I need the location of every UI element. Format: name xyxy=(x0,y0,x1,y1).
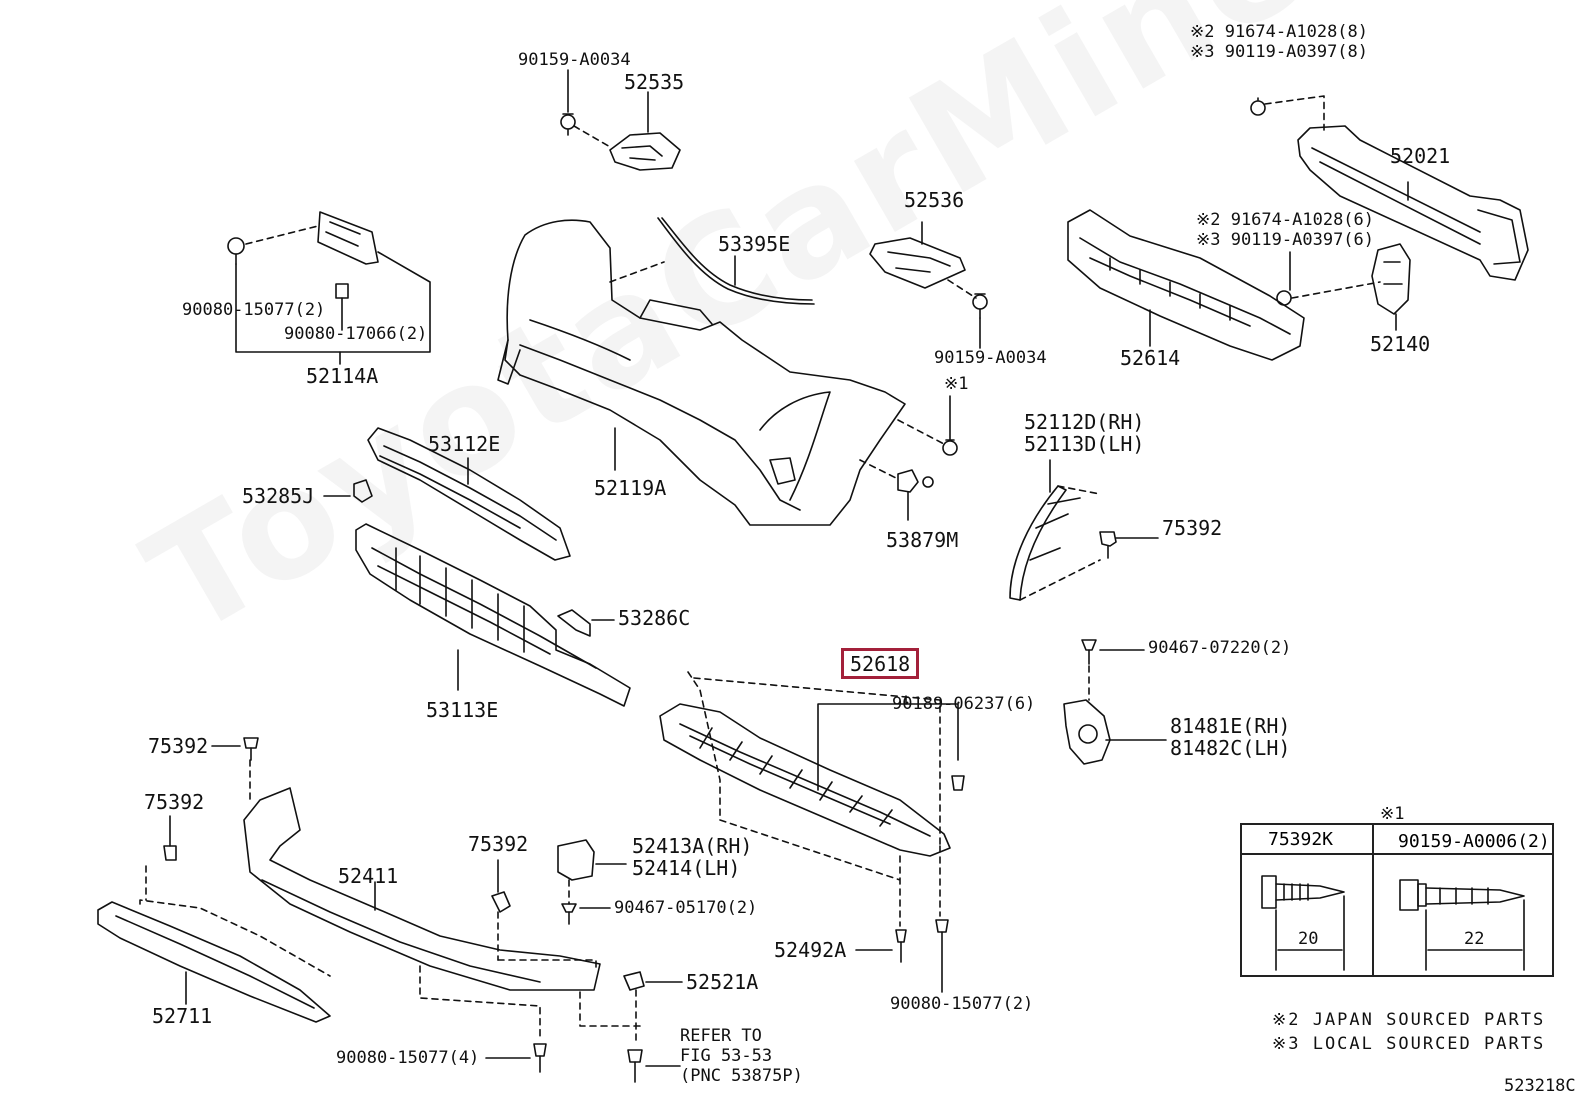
table-dim1: 20 xyxy=(1298,929,1319,949)
label-90080-15077-4: 90080-15077(4) xyxy=(336,1048,480,1068)
label-52119a: 52119A xyxy=(594,476,667,500)
table-col-divider xyxy=(1242,825,1374,975)
clip-52521a-part xyxy=(623,971,645,991)
bracket-52140-part xyxy=(1371,243,1411,315)
bracket-52536-part xyxy=(869,237,966,289)
label-53286c: 53286C xyxy=(618,606,691,630)
label-52140: 52140 xyxy=(1370,332,1431,356)
clip-ref1-part xyxy=(942,439,958,456)
diagram-code: 523218C xyxy=(1504,1076,1576,1096)
bumper-cover-52119a-part xyxy=(497,219,906,526)
label-90080-17066: 90080-17066(2) xyxy=(284,324,428,344)
label-ref1: ※1 xyxy=(944,374,969,394)
label-52021: 52021 xyxy=(1390,144,1451,168)
absorber-52614-part xyxy=(1067,209,1305,361)
label-52614: 52614 xyxy=(1120,346,1181,370)
label-90189: 90189-06237(6) xyxy=(892,694,1036,714)
cover-53286c-part xyxy=(557,609,591,637)
label-90080-15077-2a: 90080-15077(2) xyxy=(182,300,326,320)
label-90119-8: ※3 90119-A0397(8) xyxy=(1190,42,1369,62)
label-52618-highlighted: 52618 xyxy=(841,648,920,679)
label-refer-line2: FIG 53-53 xyxy=(680,1046,773,1066)
bolt-refer-part xyxy=(627,1049,643,1083)
label-refer-line3: (PNC 53875P) xyxy=(680,1066,803,1086)
label-52535: 52535 xyxy=(624,70,685,94)
label-90467-07220: 90467-07220(2) xyxy=(1148,638,1292,658)
table-dim2: 22 xyxy=(1464,929,1485,949)
screw-90159-top-part xyxy=(560,113,576,136)
label-91674-6: ※2 91674-A1028(6) xyxy=(1196,210,1375,230)
clip-90189-part xyxy=(951,775,965,791)
label-53285j: 53285J xyxy=(242,484,315,508)
label-52492a: 52492A xyxy=(774,938,847,962)
label-90159-a0034-mid: 90159-A0034 xyxy=(934,348,1047,368)
note-japan-sourced: ※2 JAPAN SOURCED PARTS xyxy=(1272,1010,1546,1030)
screw-90159-mid-part xyxy=(972,293,988,319)
screw-75392k-part xyxy=(1261,875,1345,971)
label-52411: 52411 xyxy=(338,864,399,888)
bracket-52114a-part xyxy=(317,211,379,299)
label-53395e: 53395E xyxy=(718,232,791,256)
clip-75392-a-part xyxy=(243,737,259,761)
bracket-81481e-part xyxy=(1063,699,1111,765)
bolt-90080-right-part xyxy=(935,919,949,993)
bracket-52413a-part xyxy=(557,839,595,881)
table-col1-header: 75392K xyxy=(1268,829,1334,850)
clip-90467-07220-part xyxy=(1081,639,1097,665)
grille-53113e-part xyxy=(355,523,631,707)
label-75392-a: 75392 xyxy=(148,734,209,758)
label-81482c: 81482C(LH) xyxy=(1170,736,1291,760)
liner-52112d-part xyxy=(1009,485,1101,601)
label-52113d: 52113D(LH) xyxy=(1024,432,1145,456)
table-header-row xyxy=(1242,825,1552,855)
label-52413a: 52413A(RH) xyxy=(632,834,753,858)
bolt-90080-4-part xyxy=(533,1043,547,1073)
label-90159-a0034-top: 90159-A0034 xyxy=(518,50,631,70)
label-52521a: 52521A xyxy=(686,970,759,994)
clip-53285j-part xyxy=(353,479,373,503)
label-81481e: 81481E(RH) xyxy=(1170,714,1291,738)
clip-75392-right-part xyxy=(1099,531,1117,559)
clip-53879m-part xyxy=(897,469,934,493)
label-90467-05170: 90467-05170(2) xyxy=(614,898,758,918)
label-75392-right: 75392 xyxy=(1162,516,1223,540)
bracket-52535-part xyxy=(609,132,681,171)
bolt-52021-top-part xyxy=(1250,97,1266,116)
label-52112d: 52112D(RH) xyxy=(1024,410,1145,434)
label-75392-c: 75392 xyxy=(468,832,529,856)
reinforcement-52021-part xyxy=(1297,125,1529,281)
table-col2-header: 90159-A0006(2) xyxy=(1398,831,1550,852)
bolt-52021-lower-part xyxy=(1276,290,1292,306)
label-refer-line1: REFER TO xyxy=(680,1026,762,1046)
clip-90467-05170-part xyxy=(561,903,577,925)
strip-53395e-part xyxy=(661,217,813,301)
label-75392-b: 75392 xyxy=(144,790,205,814)
label-91674-8: ※2 91674-A1028(8) xyxy=(1190,22,1369,42)
label-52711: 52711 xyxy=(152,1004,213,1028)
grille-53112e-part xyxy=(367,427,571,561)
note-local-sourced: ※3 LOCAL SOURCED PARTS xyxy=(1272,1034,1546,1054)
fastener-reference-table: 75392K 90159-A0006(2) 20 22 xyxy=(1240,823,1554,977)
label-52536: 52536 xyxy=(904,188,965,212)
label-53113e: 53113E xyxy=(426,698,499,722)
label-53112e: 53112E xyxy=(428,432,501,456)
label-53879m: 53879M xyxy=(886,528,959,552)
table-ref-mark: ※1 xyxy=(1380,804,1405,824)
label-52114a: 52114A xyxy=(306,364,379,388)
label-90080-15077-2b: 90080-15077(2) xyxy=(890,994,1034,1014)
undercover-52711-part xyxy=(97,901,331,1023)
label-90119-6: ※3 90119-A0397(6) xyxy=(1196,230,1375,250)
clip-75392-c-part xyxy=(491,891,511,913)
clip-75392-b-part xyxy=(163,845,177,861)
undercover-52618-part xyxy=(659,703,951,857)
lower-spoiler-52411-part xyxy=(243,787,601,991)
bolt-52114a-part xyxy=(227,237,245,265)
bolt-52492a-part xyxy=(895,929,907,963)
screw-90159-a0006-part xyxy=(1399,879,1525,971)
label-52414: 52414(LH) xyxy=(632,856,741,880)
